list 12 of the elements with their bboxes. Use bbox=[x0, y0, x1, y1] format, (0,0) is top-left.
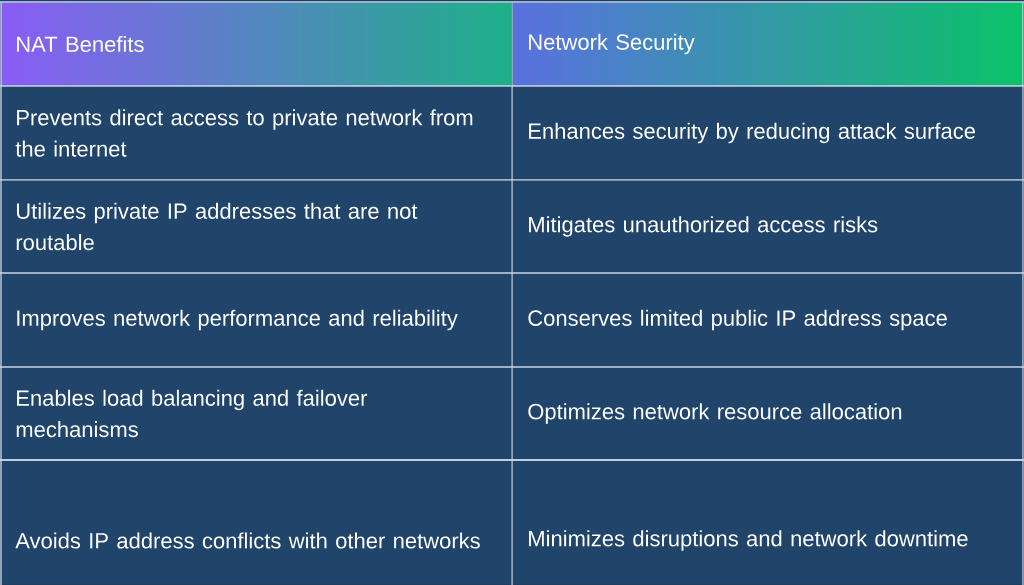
table-cell: Enables load balancing and failover mechanisms bbox=[1, 368, 511, 459]
table-cell: Enhances security by reducing attack surface bbox=[513, 87, 1023, 179]
table-cell: Conserves limited public IP address space bbox=[513, 274, 1023, 366]
table-cell: Minimizes disruptions and network downtime bbox=[513, 461, 1023, 584]
table-cell: Avoids IP address conflicts with other networks bbox=[1, 461, 511, 584]
table-cell: Optimizes network resource allocation bbox=[513, 368, 1023, 459]
table-cell: Prevents direct access to private network from the internet bbox=[1, 87, 511, 179]
table-cell: Improves network performance and reliability bbox=[1, 274, 511, 366]
table-cell: Utilizes private IP addresses that are not routable bbox=[1, 181, 511, 272]
table-cell: Mitigates unauthorized access risks bbox=[513, 181, 1023, 272]
header-cell: Network Security bbox=[529, 33, 695, 55]
header-cell: NAT Benefits bbox=[17, 35, 144, 53]
